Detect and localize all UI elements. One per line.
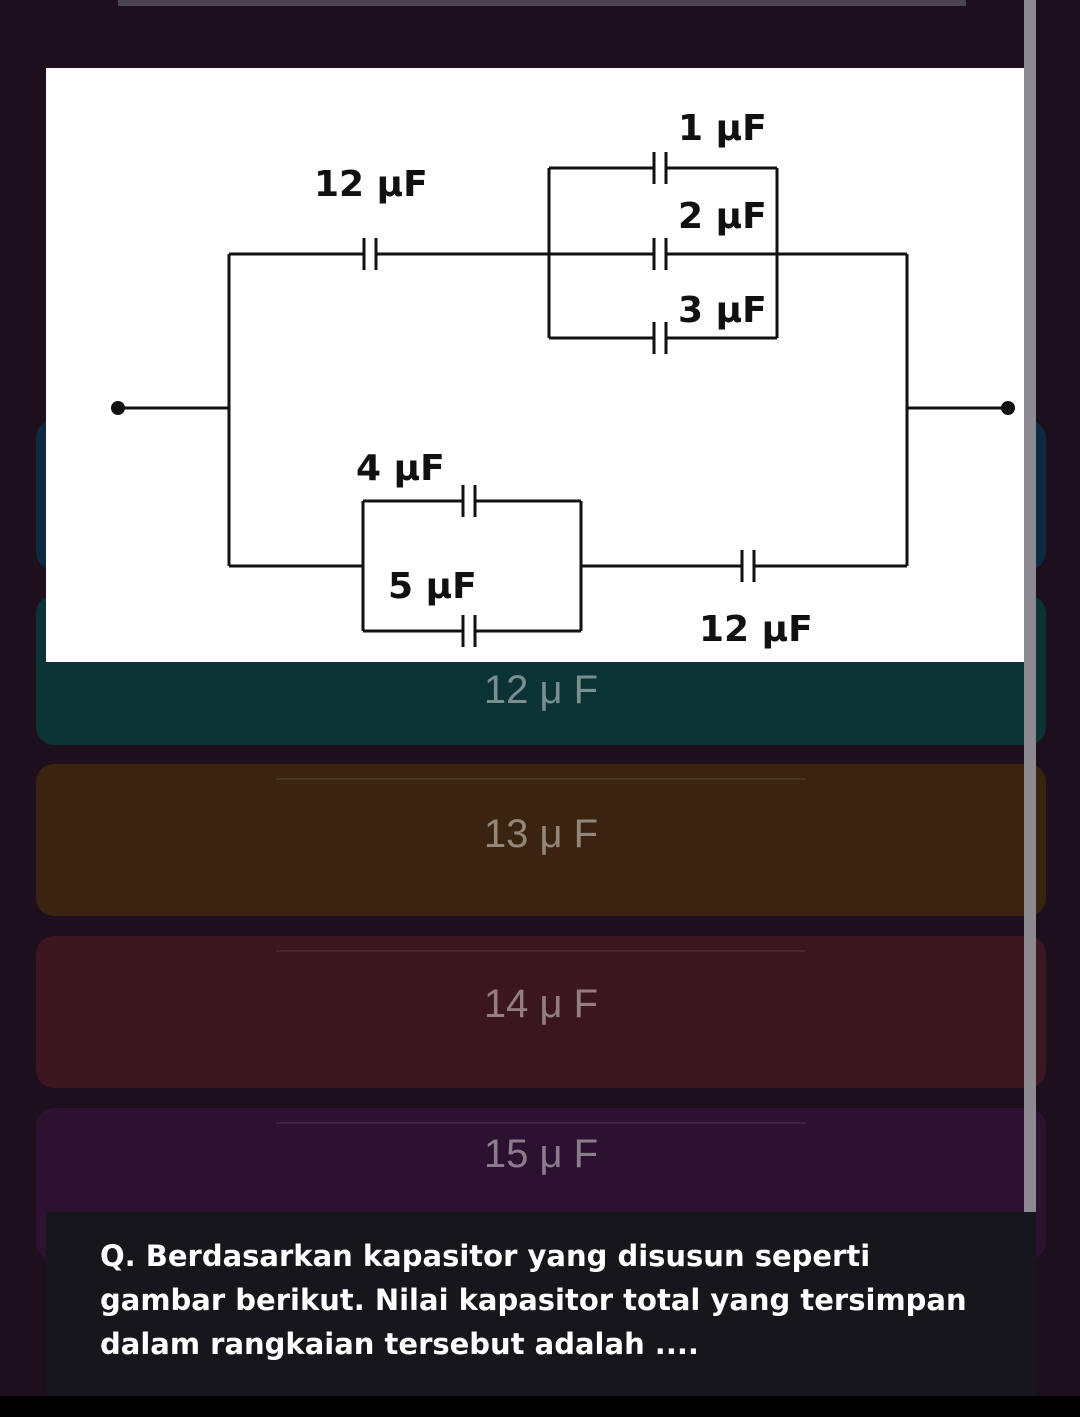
question-panel: Q. Berdasarkan kapasitor yang disusun se… [46, 1212, 1036, 1396]
cap-label-12uf-top: 12 μF [314, 164, 428, 205]
circuit-diagram: 12 μF 1 μF 2 μF 3 μF 4 μF 5 μF 12 μF [46, 68, 1036, 662]
cap-label-3uf: 3 μF [678, 290, 767, 331]
answer-option-d[interactable]: 14 μ F [36, 936, 1046, 1088]
circuit-svg: 12 μF 1 μF 2 μF 3 μF 4 μF 5 μF 12 μF [111, 108, 1015, 650]
right-terminal [1001, 401, 1015, 415]
cap-label-2uf: 2 μF [678, 196, 767, 237]
scrollbar[interactable] [1024, 0, 1036, 1310]
answer-option-c-label: 13 μ F [483, 811, 599, 856]
cap-label-4uf: 4 μF [356, 448, 445, 489]
answer-option-e-label: 15 μ F [483, 1131, 599, 1176]
option-shine [276, 950, 806, 952]
top-strip [118, 0, 966, 6]
option-shine [276, 778, 806, 780]
answer-option-b-label: 12 μ F [483, 667, 599, 712]
bottom-bar [0, 1396, 1080, 1417]
question-text: Q. Berdasarkan kapasitor yang disusun se… [100, 1239, 967, 1361]
circuit-wires [118, 152, 1008, 647]
cap-label-12uf-bottom: 12 μF [699, 609, 813, 650]
option-shine [276, 1122, 806, 1124]
cap-label-1uf: 1 μF [678, 108, 767, 149]
cap-label-5uf: 5 μF [388, 566, 477, 607]
left-terminal [111, 401, 125, 415]
answer-option-c[interactable]: 13 μ F [36, 764, 1046, 916]
answer-option-d-label: 14 μ F [483, 981, 599, 1026]
